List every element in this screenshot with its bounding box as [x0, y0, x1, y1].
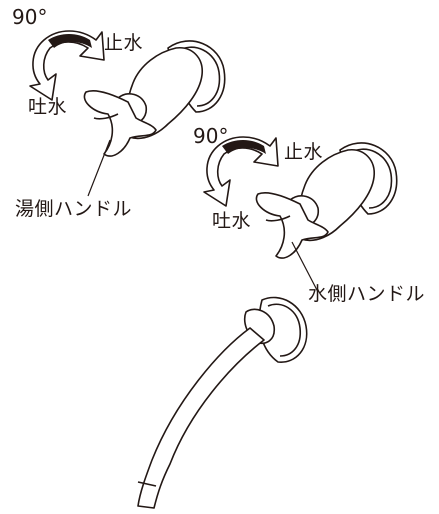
cold-angle-label: 90° [193, 124, 229, 148]
cold-handle-label: 水側ハンドル [308, 283, 426, 305]
hot-valve-body [126, 47, 203, 140]
cold-handle-leader [291, 241, 319, 293]
cold-valve-body [298, 149, 375, 242]
hot-stop-label: 止水 [104, 32, 144, 54]
hot-valve [83, 40, 226, 157]
cold-handle [255, 191, 329, 259]
hot-discharge-label: 吐水 [28, 96, 68, 118]
spout [137, 296, 308, 509]
spout-tip-ring [137, 481, 157, 487]
hot-angle-label: 90° [12, 5, 48, 29]
cold-valve [255, 142, 398, 259]
cold-discharge-label: 吐水 [212, 210, 252, 232]
cold-stop-label: 止水 [284, 141, 324, 163]
hot-rotation-arrow [29, 30, 105, 101]
hot-handle-leader [87, 139, 111, 197]
spout-pipe [137, 327, 265, 509]
cold-rotation-arrow [203, 136, 279, 207]
hot-handle-label: 湯側ハンドル [15, 198, 133, 220]
